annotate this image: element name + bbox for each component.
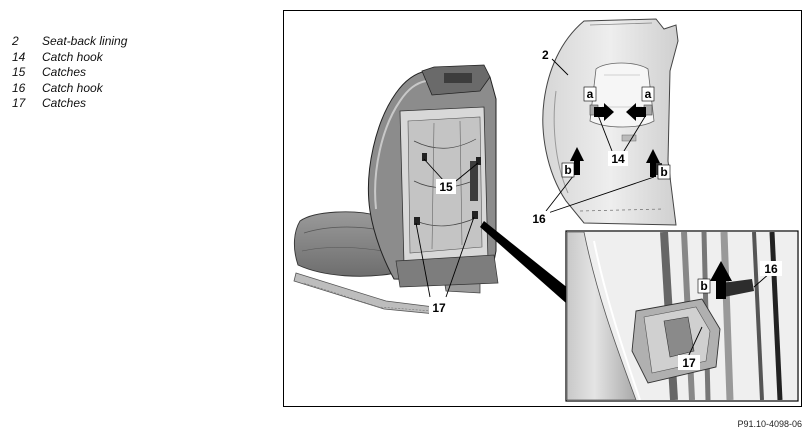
arrow-up-icon (646, 149, 660, 177)
legend-number: 2 (12, 34, 19, 48)
callout-15-text: 15 (439, 180, 453, 194)
legend-item: 17 Catches (12, 96, 127, 112)
callout-b (697, 278, 711, 294)
figure-code: P91.10-4098-06 (737, 419, 802, 429)
legend-item: 2 Seat-back lining (12, 34, 127, 50)
callout-17-text: 17 (432, 301, 446, 315)
detail-inset: 16 b 17 (565, 230, 799, 402)
callout-16-text: 16 (764, 262, 778, 276)
legend-list: 2 Seat-back lining 14 Catch hook 15 Catc… (12, 34, 127, 112)
legend-text: Catches (42, 96, 87, 110)
callout-b-text: b (660, 165, 667, 179)
callout-b-text: b (564, 163, 571, 177)
legend-number: 17 (12, 96, 26, 110)
catch-hook-16-detail (722, 279, 754, 297)
callout-b (561, 162, 575, 178)
seat-assembly: 15 17 (293, 64, 574, 315)
callout-b (657, 164, 671, 180)
callout-15 (436, 179, 456, 194)
callout-a (583, 86, 597, 102)
callout-16-text: 16 (532, 212, 546, 226)
callout-14 (608, 151, 628, 166)
callout-a (641, 86, 655, 102)
callout-17-text: 17 (682, 356, 696, 370)
legend-number: 16 (12, 80, 26, 95)
legend-item: 16 Catch hook (12, 81, 127, 97)
arrow-left-icon (626, 103, 646, 121)
legend-text: Catch hook (42, 49, 103, 64)
callout-2-text: 2 (542, 48, 549, 62)
callout-16 (528, 211, 550, 226)
callout-17 (429, 300, 449, 315)
legend-item: 14 Catch hook (12, 50, 127, 66)
catch-15-right (476, 157, 481, 165)
callout-b-text: b (700, 279, 707, 293)
legend-number: 14 (12, 49, 26, 64)
legend-text: Seat-back lining (42, 34, 128, 48)
catch-15-left (422, 153, 427, 161)
seat-back-lining: 2 a a 14 b b 16 (528, 18, 679, 226)
callout-14-text: 14 (611, 152, 625, 166)
illustration-frame: 15 17 (283, 10, 802, 407)
legend-item: 15 Catches (12, 65, 127, 81)
arrow-up-icon (570, 147, 584, 175)
catch-hook-16-right (652, 163, 662, 175)
arrow-up-icon (710, 261, 732, 299)
callout-a-text: a (645, 87, 652, 101)
legend-text: Catches (42, 65, 87, 79)
legend-text: Catch hook (42, 80, 103, 95)
legend-number: 15 (12, 65, 26, 79)
callout-16 (760, 261, 782, 276)
callout-17 (678, 355, 700, 370)
catch-17-right (472, 211, 478, 219)
seat-illustration: 15 17 (293, 18, 799, 402)
callout-a-text: a (587, 87, 594, 101)
catch-17-left (414, 217, 420, 225)
